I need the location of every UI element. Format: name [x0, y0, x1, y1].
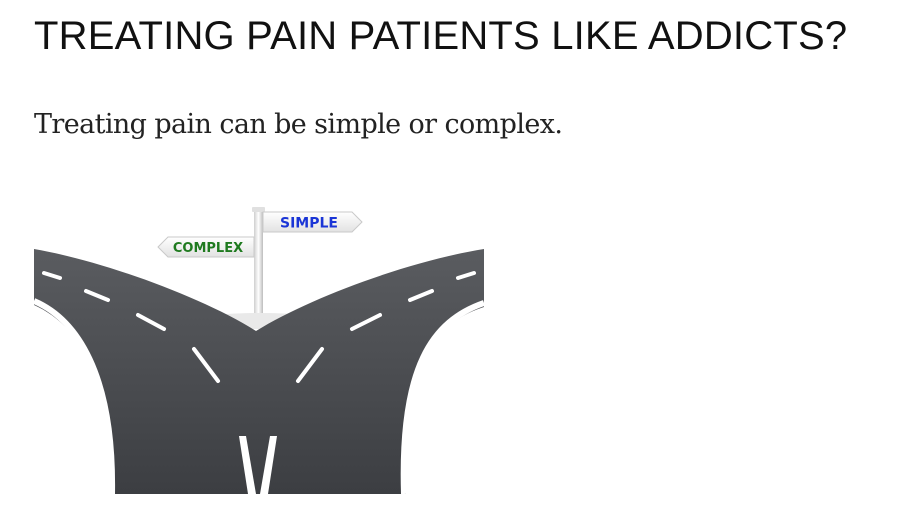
lane-dashes-left: [42, 271, 220, 383]
road-edge-right: [400, 300, 484, 494]
signpost-pole: [254, 209, 263, 313]
complex-sign-label: COMPLEX: [173, 241, 243, 256]
simple-sign: SIMPLE: [262, 211, 363, 233]
crossroads-illustration: SIMPLE COMPLEX: [34, 203, 484, 494]
lane-dashes-right: [296, 271, 476, 383]
simple-sign-label: SIMPLE: [280, 216, 338, 232]
forked-road: [34, 249, 484, 494]
page-title: TREATING PAIN PATIENTS LIKE ADDICTS?: [34, 14, 848, 58]
complex-sign: COMPLEX: [157, 236, 255, 258]
lane-lines-center: [239, 436, 277, 494]
crossroads-image: SIMPLE COMPLEX: [34, 207, 484, 494]
signpost-cap: [252, 207, 265, 212]
article-lead-text: Treating pain can be simple or complex.: [34, 109, 563, 140]
road-edge-left: [34, 298, 116, 494]
